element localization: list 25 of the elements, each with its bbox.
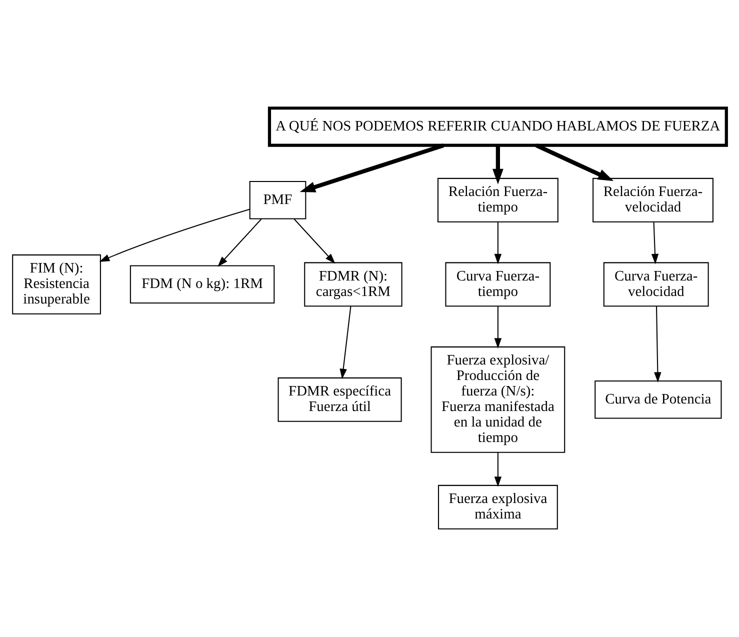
node-box: Fuerza explosiva/ Producción de fuerza (N/s): Fuerza manifestada en la unidad de tiempo <box>430 346 566 453</box>
node-box: FIM (N): Resistencia insuperable <box>12 254 101 314</box>
arrow <box>494 452 502 487</box>
node-box: Relación Fuerza-tiempo <box>437 178 558 222</box>
node-box: Relación Fuerza-velocidad <box>592 178 714 222</box>
arrow <box>651 222 659 264</box>
node-box: PMF <box>249 181 306 220</box>
node-box: Fuerza explosiva máxima <box>438 484 558 530</box>
arrow <box>535 144 614 181</box>
arrow <box>294 218 336 264</box>
arrow <box>494 306 502 348</box>
node-box: A QUÉ NOS PODEMOS REFERIR CUANDO HABLAMOS DE FUERZA <box>268 106 728 147</box>
arrow <box>218 218 262 267</box>
arrow <box>99 208 250 262</box>
arrow <box>340 306 352 380</box>
arrow <box>654 306 662 383</box>
node-box: Curva Fuerza-tiempo <box>445 262 551 307</box>
node-box: FDMR específica Fuerza útil <box>278 377 402 422</box>
arrow <box>494 222 502 264</box>
node-box: Curva Fuerza-velocidad <box>603 262 709 307</box>
node-box: FDMR (N): cargas<1RM <box>304 262 402 307</box>
arrow <box>300 143 444 192</box>
node-box: Curva de Potencia <box>594 380 722 419</box>
node-box: FDM (N o kg): 1RM <box>130 265 275 304</box>
arrow <box>492 145 504 184</box>
